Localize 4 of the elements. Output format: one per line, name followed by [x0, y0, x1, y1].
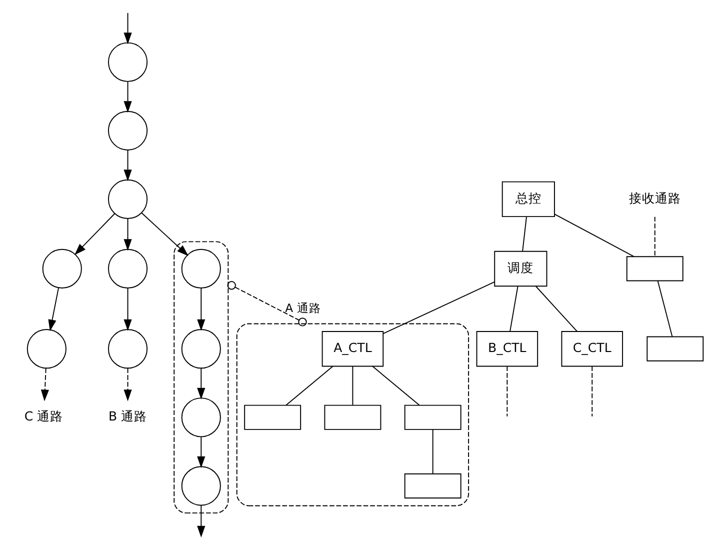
edge-label: A 通路 [284, 300, 320, 315]
node-text: C 通路 [24, 408, 63, 424]
node-text: 接收通路 [628, 190, 680, 206]
node-text: B 通路 [108, 408, 147, 424]
